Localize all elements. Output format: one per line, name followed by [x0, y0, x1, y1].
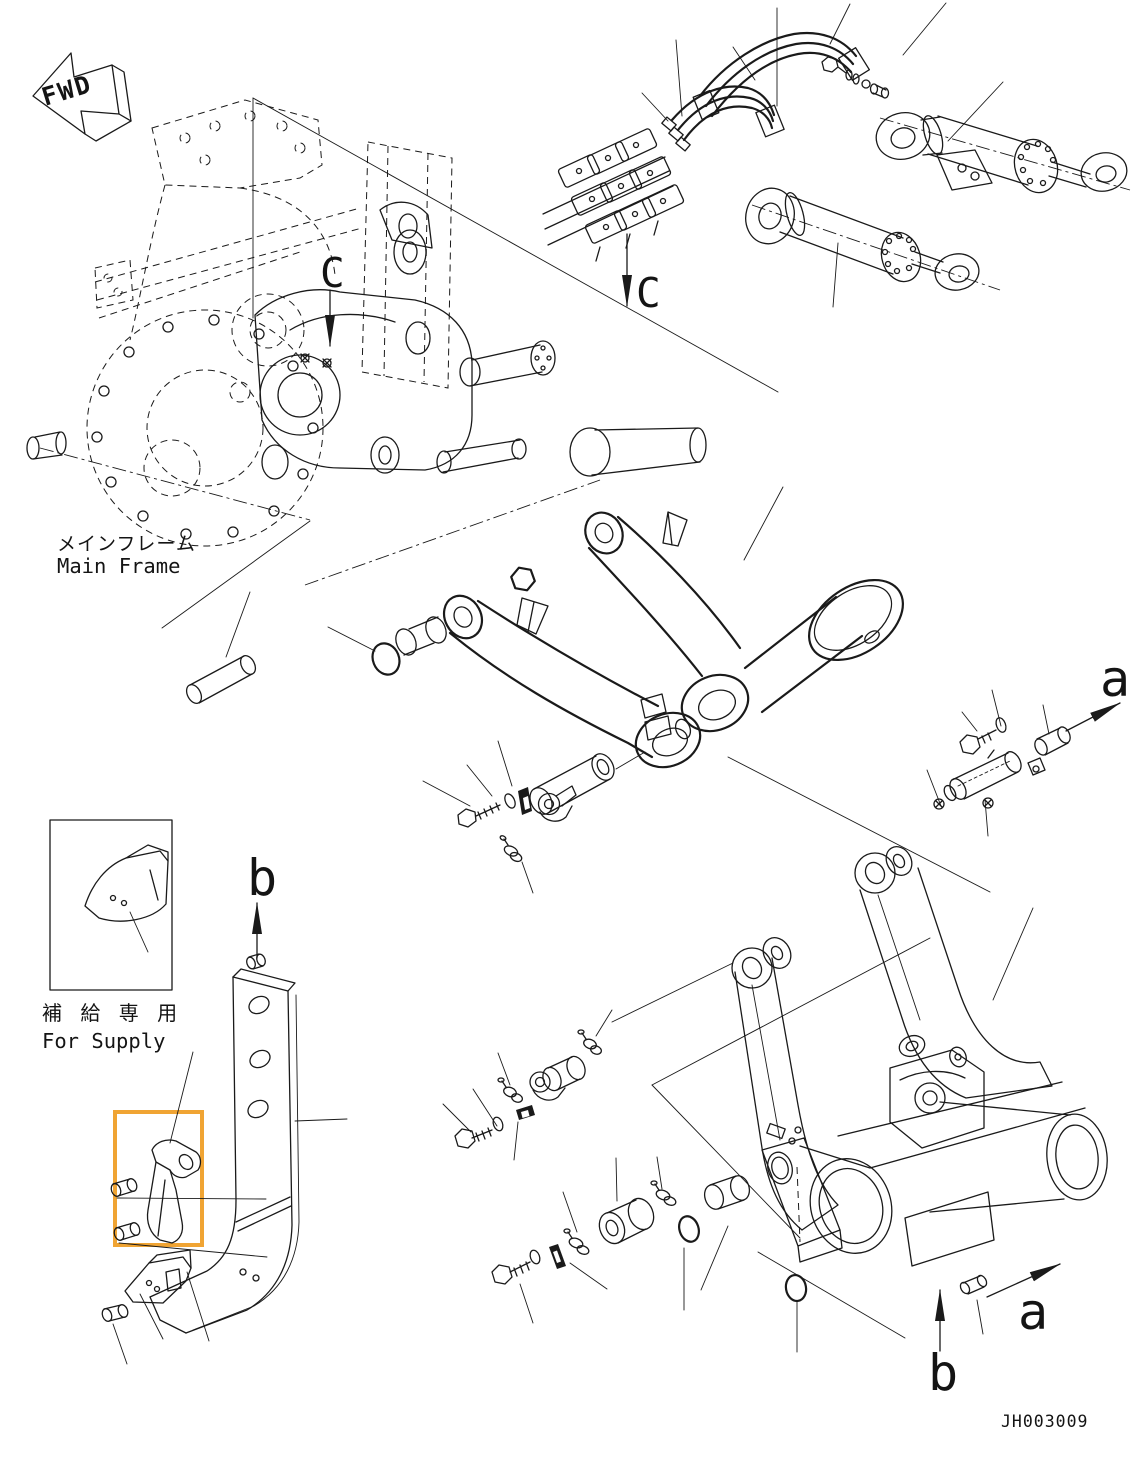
highlight-box [113, 1110, 204, 1247]
view-b-upper-label: b [247, 849, 277, 907]
arm-bushing-group [327, 566, 536, 676]
top-leader-lines [641, 2, 1004, 308]
main-frame-label-jp: メインフレーム [57, 533, 196, 555]
mount-pin-group-a [926, 689, 1071, 837]
supply-label-jp: 補 給 専 用 [42, 1001, 183, 1025]
tilt-cylinder-lower [745, 187, 1001, 291]
view-marker-b-upper: b [247, 849, 277, 959]
main-frame-assembly [86, 99, 707, 547]
arm-pin-group [422, 740, 615, 894]
view-b-lower-label: b [928, 1344, 958, 1402]
supply-label-en: For Supply [42, 1029, 165, 1053]
section-marker-c-upper: C [300, 249, 345, 368]
frame-pin [26, 431, 601, 704]
drawing-number: JH003009 [1001, 1412, 1088, 1431]
fwd-arrow-icon: FWD [32, 52, 132, 142]
ripper-beam-assembly [731, 846, 1108, 1267]
ripper-shank [149, 953, 348, 1334]
main-frame-label-en: Main Frame [57, 554, 180, 578]
supply-tooth-inset: 補 給 専 用 For Supply [42, 819, 183, 1053]
hydraulic-manifold [542, 128, 685, 262]
view-marker-b-lower: b [928, 1274, 988, 1402]
beam-mount-hardware-upper [442, 1009, 613, 1161]
main-frame-label: メインフレーム Main Frame [57, 533, 196, 578]
view-a-upper-label: a [1100, 650, 1130, 708]
fwd-label: FWD [38, 69, 95, 112]
section-boundary-lines [161, 97, 1034, 1339]
shank-protector-bracket [110, 1051, 268, 1258]
section-c-upper-label: C [320, 249, 345, 297]
ripper-tooth [101, 1249, 210, 1365]
view-marker-a-lower: a [986, 1263, 1061, 1341]
hydraulic-tubes [661, 31, 890, 152]
section-c-lower-label: C [636, 269, 661, 317]
view-a-lower-label: a [1018, 1283, 1048, 1341]
ripper-arm-assembly [442, 486, 904, 770]
beam-mount-hardware-lower [491, 1156, 808, 1353]
view-marker-a-upper: a [1065, 650, 1130, 732]
section-marker-c-lower: C [622, 233, 661, 317]
tilt-cylinder-upper [875, 112, 1131, 194]
